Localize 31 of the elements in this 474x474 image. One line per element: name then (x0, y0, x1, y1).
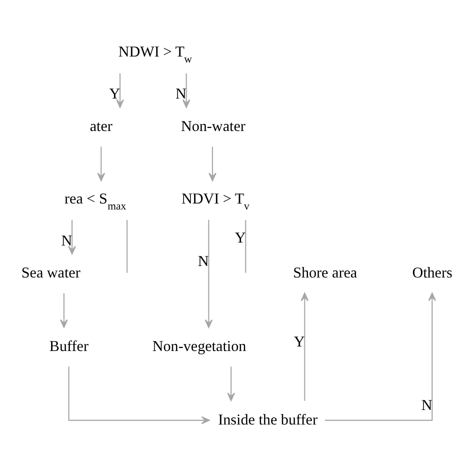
arrow (300, 292, 309, 401)
edge-label: Y (234, 230, 246, 246)
arrow (208, 146, 216, 182)
arrow (116, 73, 124, 108)
edge-label: Y (109, 86, 120, 103)
connector (126, 220, 128, 273)
node-text: NDVI > T$_{v}$ (181, 191, 250, 212)
edge-label: N (176, 86, 186, 103)
node-text: ater (90, 119, 112, 136)
node-text: Inside the buffer (218, 412, 318, 428)
arrow (68, 366, 210, 424)
node-text: Non-water (180, 119, 246, 136)
node-text: Buffer (49, 338, 88, 355)
node-text: rea < S$_{max}$ (64, 191, 126, 212)
node-text: NDWI > T$_{w}$ (118, 44, 192, 66)
node-text: Shore area (293, 266, 358, 282)
arrow (68, 220, 76, 254)
arrow (324, 292, 436, 421)
arrow (227, 366, 235, 402)
edge-label: N (61, 233, 72, 250)
edge-label: N (421, 398, 432, 414)
arrow (182, 73, 190, 108)
connector (245, 220, 246, 273)
arrow (204, 220, 213, 328)
node-text: Non-vegetation (152, 338, 246, 355)
node-text: Others (412, 266, 452, 282)
node-text: Sea water (21, 266, 80, 282)
edge-label: N (198, 254, 209, 270)
arrow (97, 146, 106, 182)
arrow (60, 293, 68, 328)
edge-label: Y (294, 334, 305, 351)
